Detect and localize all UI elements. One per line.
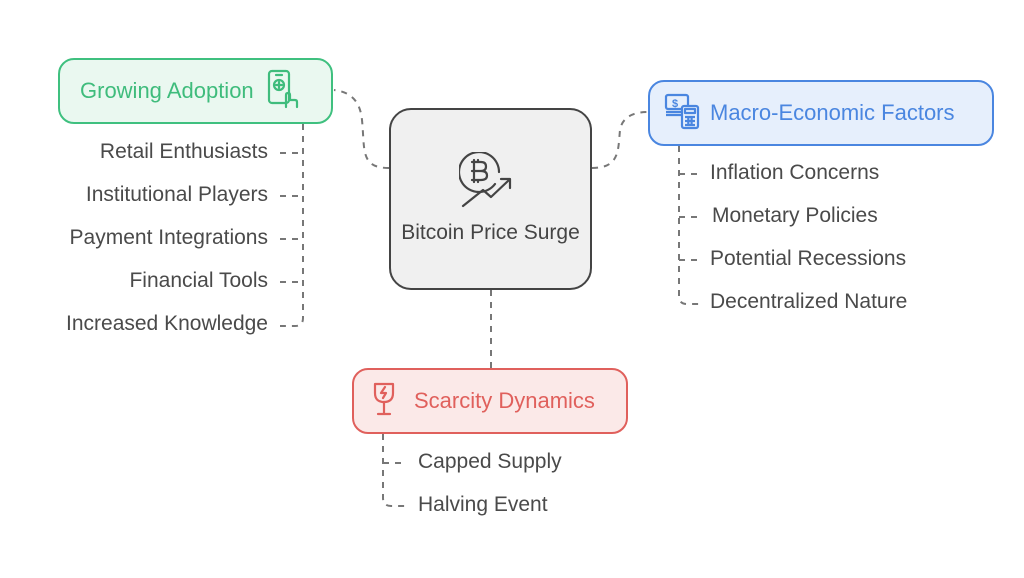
branch-title: Growing Adoption	[80, 78, 254, 103]
connector-macro-items	[678, 146, 700, 305]
list-item: Capped Supply	[418, 450, 562, 473]
smartphone-touch-icon	[266, 69, 300, 114]
connector-center-to-macro	[591, 111, 649, 169]
list-item: Increased Knowledge	[66, 312, 268, 335]
bitcoin-growth-icon	[457, 150, 523, 215]
connector-center-to-adoption	[333, 89, 390, 169]
branch-node-growing-adoption[interactable]: Growing Adoption	[58, 58, 333, 124]
branch-node-scarcity-dynamics[interactable]: Scarcity Dynamics	[352, 368, 628, 434]
money-calculator-icon: $	[664, 92, 700, 135]
list-item: Halving Event	[418, 493, 548, 516]
list-item: Financial Tools	[129, 269, 268, 292]
list-item: Potential Recessions	[710, 247, 907, 270]
connector-scarcity-items	[382, 434, 405, 507]
list-item: Decentralized Nature	[710, 290, 908, 313]
list-item: Inflation Concerns	[710, 161, 880, 184]
branch-node-macro-economic-factors[interactable]: $ Macro-Economic Factors	[648, 80, 994, 146]
list-item: Institutional Players	[85, 183, 268, 206]
connector-adoption-items	[280, 124, 304, 327]
list-item: Retail Enthusiasts	[99, 140, 268, 163]
central-title: Bitcoin Price Surge	[401, 220, 580, 244]
broken-glass-icon	[372, 381, 396, 422]
svg-text:$: $	[672, 98, 678, 110]
branch-title: Scarcity Dynamics	[414, 388, 595, 413]
central-node[interactable]: Bitcoin Price Surge	[389, 108, 592, 290]
list-item: Monetary Policies	[712, 204, 878, 227]
list-item: Payment Integrations	[69, 226, 268, 249]
branch-title: Macro-Economic Factors	[710, 100, 955, 125]
